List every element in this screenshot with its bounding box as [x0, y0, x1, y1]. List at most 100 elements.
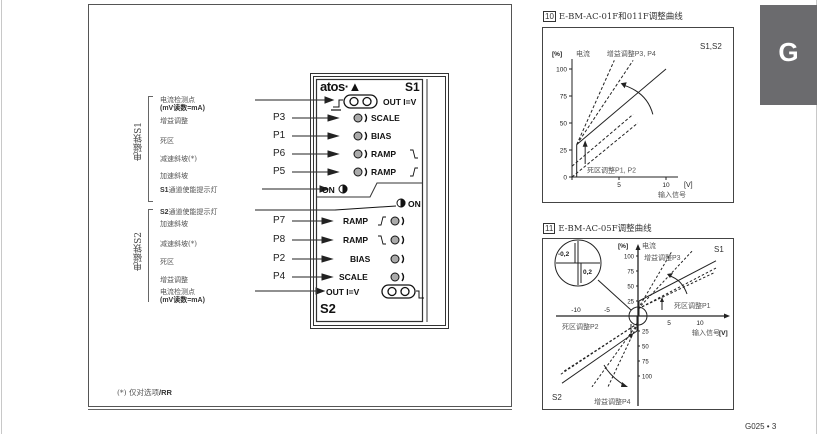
x-unit: [V]	[684, 182, 693, 189]
gain-s2-arc	[603, 364, 625, 386]
s1-dashed	[637, 272, 715, 310]
s2-gain-label: 增益调整	[160, 276, 188, 284]
page-edge	[1, 0, 2, 434]
y-tick-label: 75	[560, 94, 568, 101]
pointer-p8: P8	[273, 234, 286, 245]
s2-ramp-up-label: RAMP	[343, 216, 369, 226]
x-tick-label: 10	[696, 320, 704, 327]
zoom-leader	[597, 279, 632, 311]
page-number: G025 • 3	[745, 422, 777, 431]
s1-trimmers	[353, 113, 363, 177]
section-tab: G	[760, 5, 817, 105]
s2-dashed	[607, 322, 639, 388]
y-tick-label: 75	[627, 270, 634, 276]
s1-current-test-point: 电流检测点(mV读数=mA)	[160, 96, 205, 112]
pointer-p5: P5	[273, 166, 286, 177]
section-tab-letter: G	[778, 37, 799, 67]
s2-scale-label: SCALE	[339, 272, 368, 282]
y-axis-label: 电流	[576, 49, 590, 58]
y-tick-label: 25	[560, 148, 568, 155]
inset-label-neg: -0,2	[558, 251, 570, 258]
trimmer-ramp-down-s2	[390, 235, 400, 245]
s2-trimmers	[390, 216, 400, 282]
gain-s1-arc	[669, 275, 688, 295]
s2-current-test-point: 电流检测点(mV读数=mA)	[160, 288, 205, 304]
s2-ramp-down-label: RAMP	[343, 235, 369, 245]
s1-bracket	[148, 96, 153, 202]
s2-bracket	[148, 209, 153, 302]
pointer-p7: P7	[273, 215, 286, 226]
s1-on-label: ON	[322, 185, 335, 195]
pointer-p6: P6	[273, 148, 286, 159]
series-line	[576, 68, 667, 145]
y-tick-label: 100	[642, 375, 653, 381]
footer-rule	[88, 409, 512, 410]
deadband-s1-annotation: 死区调整P1	[674, 301, 711, 310]
pointer-p2: P2	[273, 253, 286, 264]
y-tick-label: 100	[624, 255, 635, 261]
s2-accel-ramp-label: 加速斜坡	[160, 220, 188, 228]
s2-dashed	[591, 322, 639, 388]
pointer-p3: P3	[273, 112, 286, 123]
trimmer-ramp-up-s1	[353, 167, 363, 177]
s2-deadband-label: 死区	[160, 258, 174, 266]
s1-enable-led-label: S1通道使能提示灯	[160, 186, 218, 194]
s1-led	[338, 184, 348, 194]
figure-11-box	[542, 238, 734, 410]
s1-out-label: OUT I=V	[383, 97, 417, 107]
s2-panel-label: S2	[320, 301, 336, 316]
y-tick-label: 100	[556, 67, 567, 74]
s1-decel-ramp-label: 减速斜坡(*)	[160, 155, 197, 163]
trimmer-scale-s2	[390, 272, 400, 282]
deadband-arrow-head	[582, 140, 588, 147]
s1-bias-label: BIAS	[371, 131, 392, 141]
s2-enable-led-label: S2通道使能提示灯	[160, 208, 218, 216]
x-unit: [V]	[719, 330, 728, 337]
s1-panel-label: S1	[405, 80, 420, 94]
y-unit: [%]	[618, 243, 628, 250]
gain-s1-annotation: 增益调整P3	[644, 253, 681, 262]
s2-bias-label: BIAS	[350, 254, 371, 264]
footnote: (*) 仅对选项/RR	[117, 388, 172, 397]
y-tick-label: 0	[563, 175, 567, 182]
s1-out-connector	[331, 94, 378, 111]
inset-label-pos: 0,2	[583, 269, 592, 276]
s1-scale-label: SCALE	[371, 113, 400, 123]
series-line	[571, 122, 639, 178]
y-tick-label: 50	[642, 345, 649, 351]
y-axis-label: 电流	[642, 241, 656, 250]
s2-decel-ramp-label: 减速斜坡(*)	[160, 240, 197, 248]
y-tick-label: 50	[560, 121, 568, 128]
y-tick-label: 75	[642, 360, 649, 366]
trimmer-bias-s1	[353, 131, 363, 141]
origin-zoom-circle	[628, 306, 648, 326]
corner-label-s2: S2	[552, 393, 562, 402]
s1-gain-label: 增益调整	[160, 117, 188, 125]
s2-led	[334, 198, 406, 211]
page-edge	[816, 0, 817, 434]
trimmer-ramp-down-s1	[353, 149, 363, 159]
pointer-p4: P4	[273, 271, 286, 282]
s2-on-label: ON	[408, 199, 421, 209]
x-tick-label: -5	[604, 307, 610, 314]
control-panel	[310, 73, 449, 329]
deadband-s1-arrow-head	[660, 297, 664, 302]
atos-logo: atos·▲	[320, 79, 361, 94]
trimmer-ramp-up-s2	[390, 216, 400, 226]
s2-dashed	[563, 322, 639, 372]
gain-arc-arrow	[623, 84, 654, 115]
y-tick-label: 25	[627, 300, 634, 306]
gain-arrow-head	[620, 82, 627, 89]
trimmer-bias-s2	[390, 254, 400, 264]
x-tick-label: 5	[667, 320, 671, 327]
gain-s2-arrow-head	[621, 382, 628, 387]
s1-accel-ramp-label: 加速斜坡	[160, 172, 188, 180]
s1-dashed	[637, 250, 673, 310]
y-tick-label: 50	[627, 285, 634, 291]
y-axis-arrow	[635, 244, 641, 250]
series-line	[576, 60, 615, 145]
